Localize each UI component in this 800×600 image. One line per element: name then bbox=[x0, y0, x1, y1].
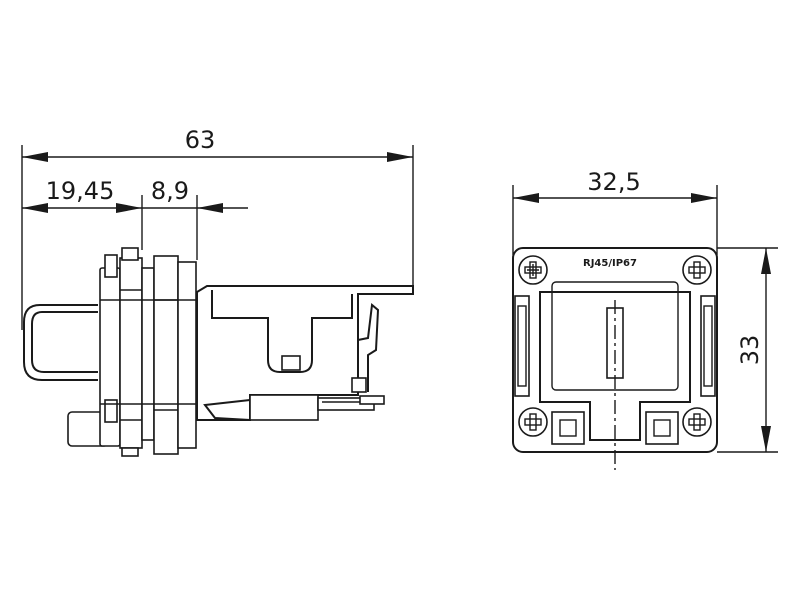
dimension-front-height: 33 bbox=[736, 248, 771, 452]
screw-top-left bbox=[518, 255, 548, 285]
screw-top-right bbox=[682, 255, 712, 285]
dimension-label-32-5: 32,5 bbox=[587, 168, 640, 196]
latch-right bbox=[700, 295, 716, 397]
dimension-label-63: 63 bbox=[185, 126, 216, 154]
front-label-rj45-ip67: RJ45/IP67 bbox=[583, 258, 637, 269]
tab-right bbox=[645, 411, 679, 445]
side-view: 63 19,45 8,9 bbox=[21, 126, 414, 457]
front-view: 32,5 33 RJ45/IP67 bbox=[512, 168, 778, 470]
dimension-front-width: 32,5 bbox=[513, 168, 717, 203]
dimension-label-33: 33 bbox=[736, 335, 764, 366]
tab-left bbox=[551, 411, 585, 445]
dimension-label-8-9: 8,9 bbox=[151, 177, 189, 205]
dimension-label-19-45: 19,45 bbox=[46, 177, 115, 205]
dimension-front-depth: 19,45 bbox=[22, 177, 142, 213]
screw-bottom-left bbox=[518, 407, 548, 437]
dimension-flange-width: 8,9 bbox=[142, 177, 248, 213]
screw-bottom-right bbox=[682, 407, 712, 437]
latch-left bbox=[514, 295, 530, 397]
connector-side-body bbox=[23, 247, 414, 457]
dimension-overall-length: 63 bbox=[22, 126, 413, 162]
